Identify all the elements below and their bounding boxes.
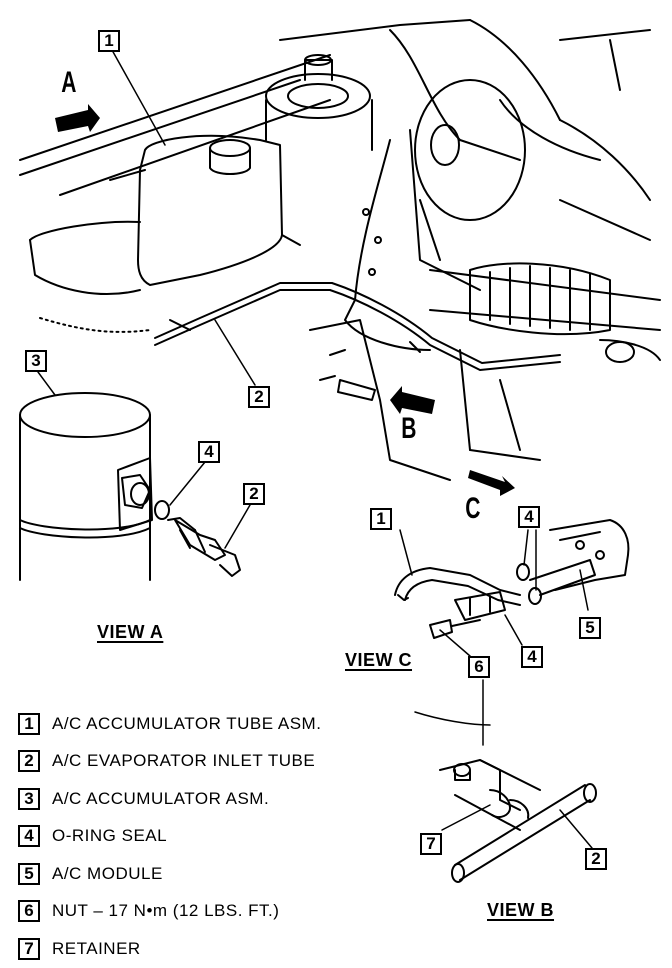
view-c-detail <box>394 519 630 639</box>
view-letter-b: B <box>401 412 417 445</box>
callout-6-view-c: 6 <box>468 656 490 678</box>
engine-mass <box>344 79 526 351</box>
fender-lines <box>19 19 651 241</box>
callout-1-view-c: 1 <box>370 508 392 530</box>
view-b-detail <box>439 759 597 883</box>
callout-2-top: 2 <box>248 386 270 408</box>
legend-item: 2 A/C EVAPORATOR INLET TUBE <box>18 743 321 781</box>
accumulator-view-a <box>19 392 241 581</box>
legend-item: 1 A/C ACCUMULATOR TUBE ASM. <box>18 705 321 743</box>
view-a-title: VIEW A <box>97 622 164 642</box>
legend-number: 1 <box>18 712 40 735</box>
legend-label: A/C ACCUMULATOR ASM. <box>52 788 270 808</box>
legend-item: 3 A/C ACCUMULATOR ASM. <box>18 780 321 818</box>
leader-lines-view-b <box>441 804 593 849</box>
steering-rack <box>429 262 661 363</box>
callout-2-view-a: 2 <box>243 483 265 505</box>
legend-number: 6 <box>18 900 40 923</box>
legend-number: 4 <box>18 825 40 848</box>
leader-lines-view-a <box>37 371 251 549</box>
callout-2-view-b: 2 <box>585 848 607 870</box>
legend-item: 4 O-RING SEAL <box>18 818 321 856</box>
leader-lines-view-c <box>399 529 589 657</box>
legend-label: A/C EVAPORATOR INLET TUBE <box>52 751 316 771</box>
legend-number: 3 <box>18 787 40 810</box>
view-divider <box>414 711 491 726</box>
callout-4a-view-c: 4 <box>518 506 540 528</box>
view-letter-c: C <box>465 492 481 525</box>
view-letter-a: A <box>61 66 77 99</box>
leader-lines-top <box>111 49 256 386</box>
legend-label: RETAINER <box>52 938 141 958</box>
legend-item: 6 NUT – 17 N•m (12 LBS. FT.) <box>18 893 321 931</box>
view-arrows <box>55 104 515 496</box>
view-b-title: VIEW B <box>487 900 555 920</box>
legend-label: A/C ACCUMULATOR TUBE ASM. <box>52 713 322 733</box>
firewall-bracket <box>309 319 541 481</box>
legend-label: A/C MODULE <box>52 863 163 883</box>
callout-7-view-b: 7 <box>420 833 442 855</box>
legend-number: 7 <box>18 937 40 960</box>
legend-item: 5 A/C MODULE <box>18 855 321 893</box>
legend-label: O-RING SEAL <box>52 826 168 846</box>
callout-5-view-c: 5 <box>579 617 601 639</box>
strut-tower <box>265 54 373 151</box>
callout-1-top: 1 <box>98 30 120 52</box>
inlet-tube-main <box>154 282 561 371</box>
callout-3-view-a: 3 <box>25 350 47 372</box>
callout-4b-view-c: 4 <box>521 646 543 668</box>
legend-label: NUT – 17 N•m (12 LBS. FT.) <box>52 901 280 921</box>
legend-item: 7 RETAINER <box>18 930 321 968</box>
dotted-harness <box>39 317 151 333</box>
view-c-title: VIEW C <box>345 650 413 670</box>
legend-number: 2 <box>18 750 40 773</box>
legend-number: 5 <box>18 862 40 885</box>
callout-4-view-a: 4 <box>198 441 220 463</box>
coolant-reservoir <box>29 134 301 296</box>
legend: 1 A/C ACCUMULATOR TUBE ASM. 2 A/C EVAPOR… <box>18 705 321 968</box>
